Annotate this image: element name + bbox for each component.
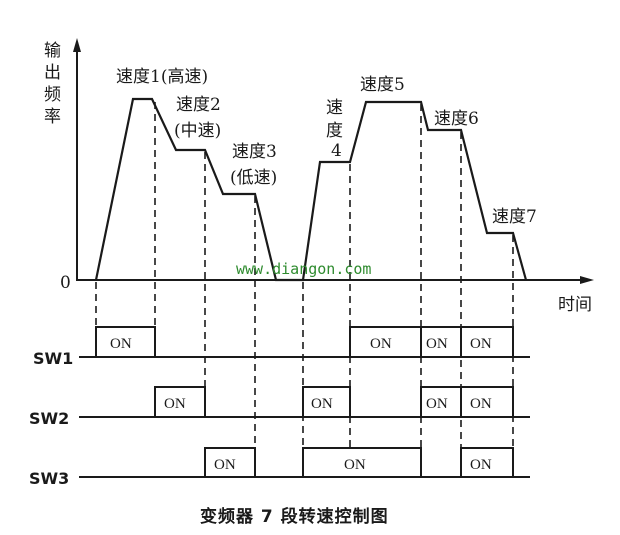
- switch-row-sw1: SW1 ON ON ON ON: [33, 326, 530, 368]
- time-boundary-lines: [95, 102, 514, 477]
- svg-text:ON: ON: [164, 396, 186, 412]
- sw1-pulse: [95, 326, 156, 357]
- sw2-pulse: [420, 386, 514, 417]
- speed-4-label-line1: 速: [326, 98, 343, 118]
- speed-3-note: (低速): [230, 168, 277, 188]
- x-axis-arrow-icon: [580, 276, 594, 284]
- origin-label: 0: [60, 273, 71, 293]
- speed-1-label: 速度1(高速): [116, 67, 208, 87]
- svg-text:出: 出: [44, 63, 61, 83]
- svg-text:ON: ON: [470, 396, 492, 412]
- svg-text:ON: ON: [470, 457, 492, 473]
- sw3-pulse: [460, 447, 514, 477]
- x-axis-label: 时间: [558, 295, 592, 315]
- sw2-label: SW2: [29, 409, 69, 428]
- svg-text:输: 输: [44, 41, 61, 61]
- y-axis-label: 输 出 频 率: [44, 41, 61, 127]
- switch-row-sw2: SW2 ON ON ON ON: [29, 386, 530, 428]
- svg-text:ON: ON: [370, 336, 392, 352]
- svg-text:ON: ON: [426, 336, 448, 352]
- y-axis-arrow-icon: [73, 38, 81, 52]
- svg-text:率: 率: [44, 107, 61, 127]
- svg-text:ON: ON: [426, 396, 448, 412]
- speed-7-label: 速度7: [492, 207, 537, 227]
- switch-row-sw3: SW3 ON ON ON: [29, 447, 530, 488]
- svg-text:ON: ON: [344, 457, 366, 473]
- speed-2-label: 速度2: [176, 95, 221, 115]
- speed-5-label: 速度5: [360, 75, 405, 95]
- speed-6-label: 速度6: [434, 109, 479, 129]
- watermark: www.diangon.com: [236, 260, 371, 278]
- svg-text:ON: ON: [470, 336, 492, 352]
- sw3-pulse: [204, 447, 256, 477]
- speed-4-label-line3: 4: [331, 141, 342, 161]
- sw1-pulse: [349, 326, 514, 357]
- svg-text:频: 频: [44, 85, 61, 105]
- diagram-title: 变频器 7 段转速控制图: [200, 506, 389, 527]
- sw2-pulse: [154, 386, 206, 417]
- sw1-label: SW1: [33, 349, 73, 368]
- speed-2-note: (中速): [174, 121, 221, 141]
- speed-4-label-line2: 度: [326, 121, 343, 141]
- svg-text:ON: ON: [214, 457, 236, 473]
- speed-3-label: 速度3: [232, 142, 277, 162]
- speed-labels: 速度1(高速) 速度2 (中速) 速度3 (低速) 速 度 4 速度5 速度6 …: [116, 67, 537, 227]
- frequency-waveform: [94, 97, 528, 282]
- svg-text:ON: ON: [110, 336, 132, 352]
- sw2-pulse: [302, 386, 351, 417]
- sw3-label: SW3: [29, 469, 69, 488]
- svg-text:ON: ON: [311, 396, 333, 412]
- sw3-pulse: [302, 447, 422, 477]
